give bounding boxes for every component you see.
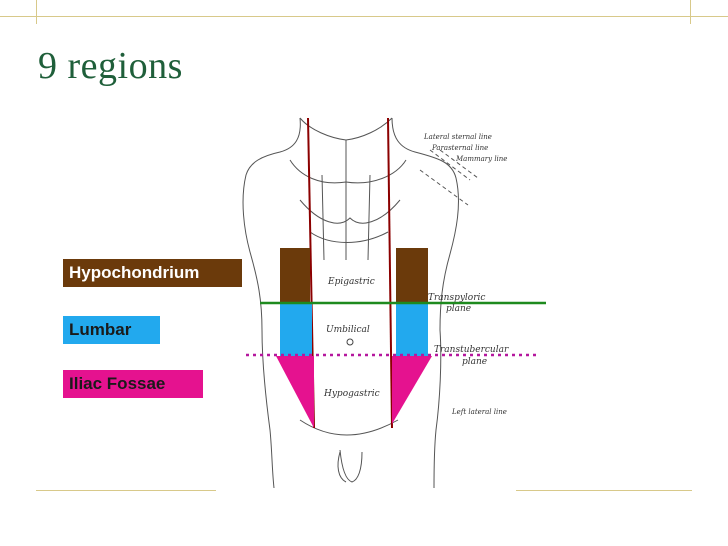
iliac-left — [276, 356, 314, 428]
body-outline — [242, 117, 479, 489]
label-transtubercular-plane: plane — [462, 357, 487, 367]
slide-title: 9 regions — [38, 45, 183, 87]
label-umbilical: Umbilical — [326, 325, 370, 335]
umbilicus-mark — [346, 338, 354, 346]
label-transtubercular: Transtubercular — [434, 345, 509, 355]
label-parasternal: Parasternal line — [431, 144, 488, 152]
iliac-fossae-label: Iliac Fossae — [63, 370, 203, 398]
label-hypogastric: Hypogastric — [323, 389, 380, 399]
lumbar-right — [396, 304, 428, 356]
label-lateral-sternal: Lateral sternal line — [423, 133, 492, 141]
label-transpyloric-plane: plane — [446, 304, 471, 314]
lumbar-label: Lumbar — [63, 316, 160, 344]
label-mammary: Mammary line — [455, 155, 507, 163]
label-transpyloric: Transpyloric — [428, 293, 485, 303]
hypochondrium-left — [280, 248, 310, 304]
label-epigastric: Epigastric — [327, 277, 375, 287]
bottom-rule-left — [36, 490, 216, 491]
top-tick-left — [36, 0, 37, 24]
lumbar-left — [280, 304, 312, 356]
iliac-right — [392, 356, 432, 424]
label-left-lateral: Left lateral line — [451, 408, 507, 416]
right-vertical-line — [387, 117, 393, 429]
bottom-rule-right — [516, 490, 692, 491]
hypochondrium-right — [396, 248, 428, 304]
hypochondrium-label: Hypochondrium — [63, 259, 242, 287]
top-tick-right — [690, 0, 691, 24]
top-rule — [0, 16, 728, 17]
